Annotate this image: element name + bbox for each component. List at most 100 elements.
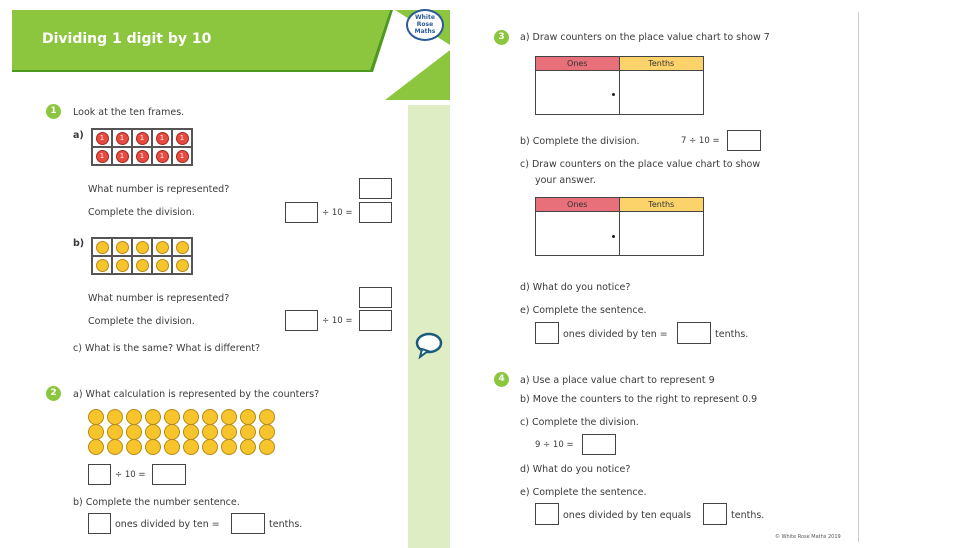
q3e-tenths-box[interactable] (677, 322, 711, 344)
logo-line-2: Rose (416, 21, 434, 28)
q1a-number-box[interactable] (359, 178, 392, 199)
q3e-sentence-end: tenths. (715, 329, 749, 340)
counter: 1 (135, 131, 149, 145)
q2b-tenths-box[interactable] (231, 513, 265, 534)
q4e-tenths-box[interactable] (703, 503, 727, 525)
logo-line-1: White (415, 14, 435, 21)
q2a-answer-box[interactable] (152, 464, 186, 485)
counter: 1 (95, 149, 109, 163)
ten-frame-cell (92, 238, 112, 256)
pv2-tenths-cell[interactable] (620, 212, 704, 255)
counter: 1 (155, 131, 169, 145)
place-value-chart-1: Ones Tenths (535, 56, 704, 115)
counter (88, 409, 104, 425)
counter (145, 439, 161, 455)
pv2-ones-header: Ones (536, 198, 620, 212)
ten-frame-cell: 1 (92, 147, 112, 165)
q1c-question: c) What is the same? What is different? (73, 343, 261, 354)
pv1-decimal-point (612, 93, 615, 96)
question-4-number: 4 (494, 372, 509, 387)
question-3-number: 3 (494, 30, 509, 45)
ten-frame-cell: 1 (172, 147, 192, 165)
counter (126, 439, 142, 455)
q4e-ones-box[interactable] (535, 503, 559, 525)
pv1-tenths-cell[interactable] (620, 71, 704, 114)
counter: 1 (175, 131, 189, 145)
q3d-question: d) What do you notice? (520, 282, 631, 293)
pv1-ones-cell[interactable] (536, 71, 620, 114)
ten-frame-cell (172, 238, 192, 256)
q4e-sentence-end: tenths. (731, 510, 765, 521)
ten-frame-cell (112, 238, 132, 256)
counter (259, 409, 275, 425)
q3c-line-2: your answer. (535, 175, 596, 186)
counter (183, 424, 199, 440)
counter: 1 (115, 131, 129, 145)
counter (175, 258, 189, 272)
counter (135, 240, 149, 254)
ten-frame-cell: 1 (132, 129, 152, 147)
question-2-number: 2 (46, 386, 61, 401)
q4c-calc: 9 ÷ 10 = (535, 440, 574, 450)
counter (259, 424, 275, 440)
counter (145, 424, 161, 440)
question-1-number: 1 (46, 104, 61, 119)
q2a-dividend-box[interactable] (88, 464, 111, 485)
q2b-ones-box[interactable] (88, 513, 111, 534)
ten-frame-cell: 1 (152, 129, 172, 147)
counter (221, 409, 237, 425)
q3e-ones-box[interactable] (535, 322, 559, 344)
ten-frame-cell: 1 (112, 129, 132, 147)
ten-frame-cell (132, 238, 152, 256)
q4d-question: d) What do you notice? (520, 464, 631, 475)
counter (164, 409, 180, 425)
counter (126, 409, 142, 425)
q4c-answer-box[interactable] (582, 434, 616, 455)
counter (259, 439, 275, 455)
q1a-dividend-box[interactable] (285, 202, 318, 223)
page-title: Dividing 1 digit by 10 (42, 31, 212, 47)
counter: 1 (115, 149, 129, 163)
pv2-tenths-header: Tenths (619, 198, 703, 212)
q3b-answer-box[interactable] (727, 130, 761, 151)
q3c-line-1: c) Draw counters on the place value char… (520, 159, 761, 170)
q1b-label: b) (73, 238, 85, 249)
pv1-tenths-header: Tenths (619, 57, 703, 71)
counter (155, 258, 169, 272)
q1b-number-box[interactable] (359, 287, 392, 308)
page-edge (858, 12, 859, 542)
q2a-div-text: ÷ 10 = (115, 470, 146, 480)
pv1-ones-header: Ones (536, 57, 620, 71)
logo: White Rose Maths (406, 9, 444, 41)
counter (115, 240, 129, 254)
q4c-question: c) Complete the division. (520, 417, 639, 428)
counter (155, 240, 169, 254)
pv2-ones-cell[interactable] (536, 212, 620, 255)
counter (107, 424, 123, 440)
q1a-answer-box[interactable] (359, 202, 392, 223)
q2b-sentence-end: tenths. (269, 519, 303, 530)
ten-frame-cell (132, 256, 152, 274)
counter (107, 409, 123, 425)
q1b-answer-box[interactable] (359, 310, 392, 331)
counter (107, 439, 123, 455)
q1b-dividend-box[interactable] (285, 310, 318, 331)
q1a-question: What number is represented? (88, 184, 230, 195)
counter (221, 424, 237, 440)
counter (202, 424, 218, 440)
q2b-sentence-mid: ones divided by ten = (115, 519, 220, 530)
ten-frame-b (91, 237, 193, 275)
q2a-question: a) What calculation is represented by th… (73, 389, 320, 400)
pv2-decimal-point (612, 235, 615, 238)
counter: 1 (95, 131, 109, 145)
counter (115, 258, 129, 272)
q3b-calc: 7 ÷ 10 = (681, 136, 720, 146)
ten-frame-cell: 1 (112, 147, 132, 165)
counter (88, 424, 104, 440)
ten-frame-cell: 1 (152, 147, 172, 165)
speech-bubble-icon (415, 332, 443, 359)
q1-prompt: Look at the ten frames. (73, 107, 185, 118)
ten-frame-cell: 1 (92, 129, 112, 147)
ten-frame-cell: 1 (172, 129, 192, 147)
